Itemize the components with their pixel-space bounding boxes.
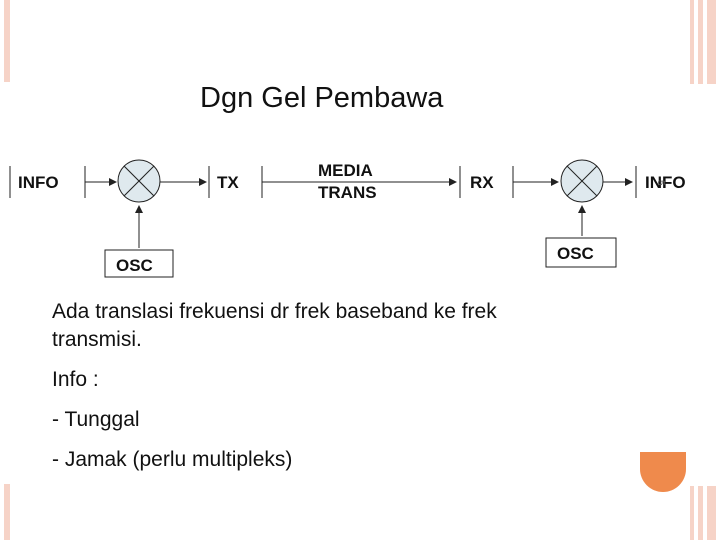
list-item-jamak: - Jamak (perlu multipleks) [52,448,293,471]
info-out-label: INFO [645,173,686,192]
slide-title: Dgn Gel Pembawa [200,82,444,114]
rx-label: RX [470,173,494,192]
osc-left-box [104,249,174,278]
right-stripe-bottom-3 [707,486,716,540]
body-line-1: Ada translasi frekuensi dr frek baseband… [52,300,497,323]
osc-right-box [545,237,617,268]
info-in-label: INFO [18,173,59,192]
right-stripe-bottom-1 [690,486,694,540]
osc-right-label: OSC [557,244,594,263]
mixer-left-icon [117,159,161,203]
info-heading: Info : [52,368,99,391]
page-number: 5 [655,180,666,186]
right-stripe-top-1 [690,0,694,84]
carrier-wave-diagram: INFO TX MEDIA TRANS RX INFO OSC OSC [9,159,686,278]
media-label-line1: MEDIA [318,161,373,180]
body-line-2: transmisi. [52,328,142,351]
tx-label: TX [217,173,239,192]
left-stripe-top [4,0,10,82]
osc-left-label: OSC [116,256,153,275]
right-stripe-bottom-2 [698,486,703,540]
list-item-tunggal: - Tunggal [52,408,140,431]
orange-page-marker [640,452,686,492]
media-label-line2: TRANS [318,183,377,202]
left-stripe-bottom [4,484,10,540]
mixer-right-icon [560,159,604,203]
right-stripe-top-3 [707,0,716,84]
right-stripe-top-2 [698,0,703,84]
